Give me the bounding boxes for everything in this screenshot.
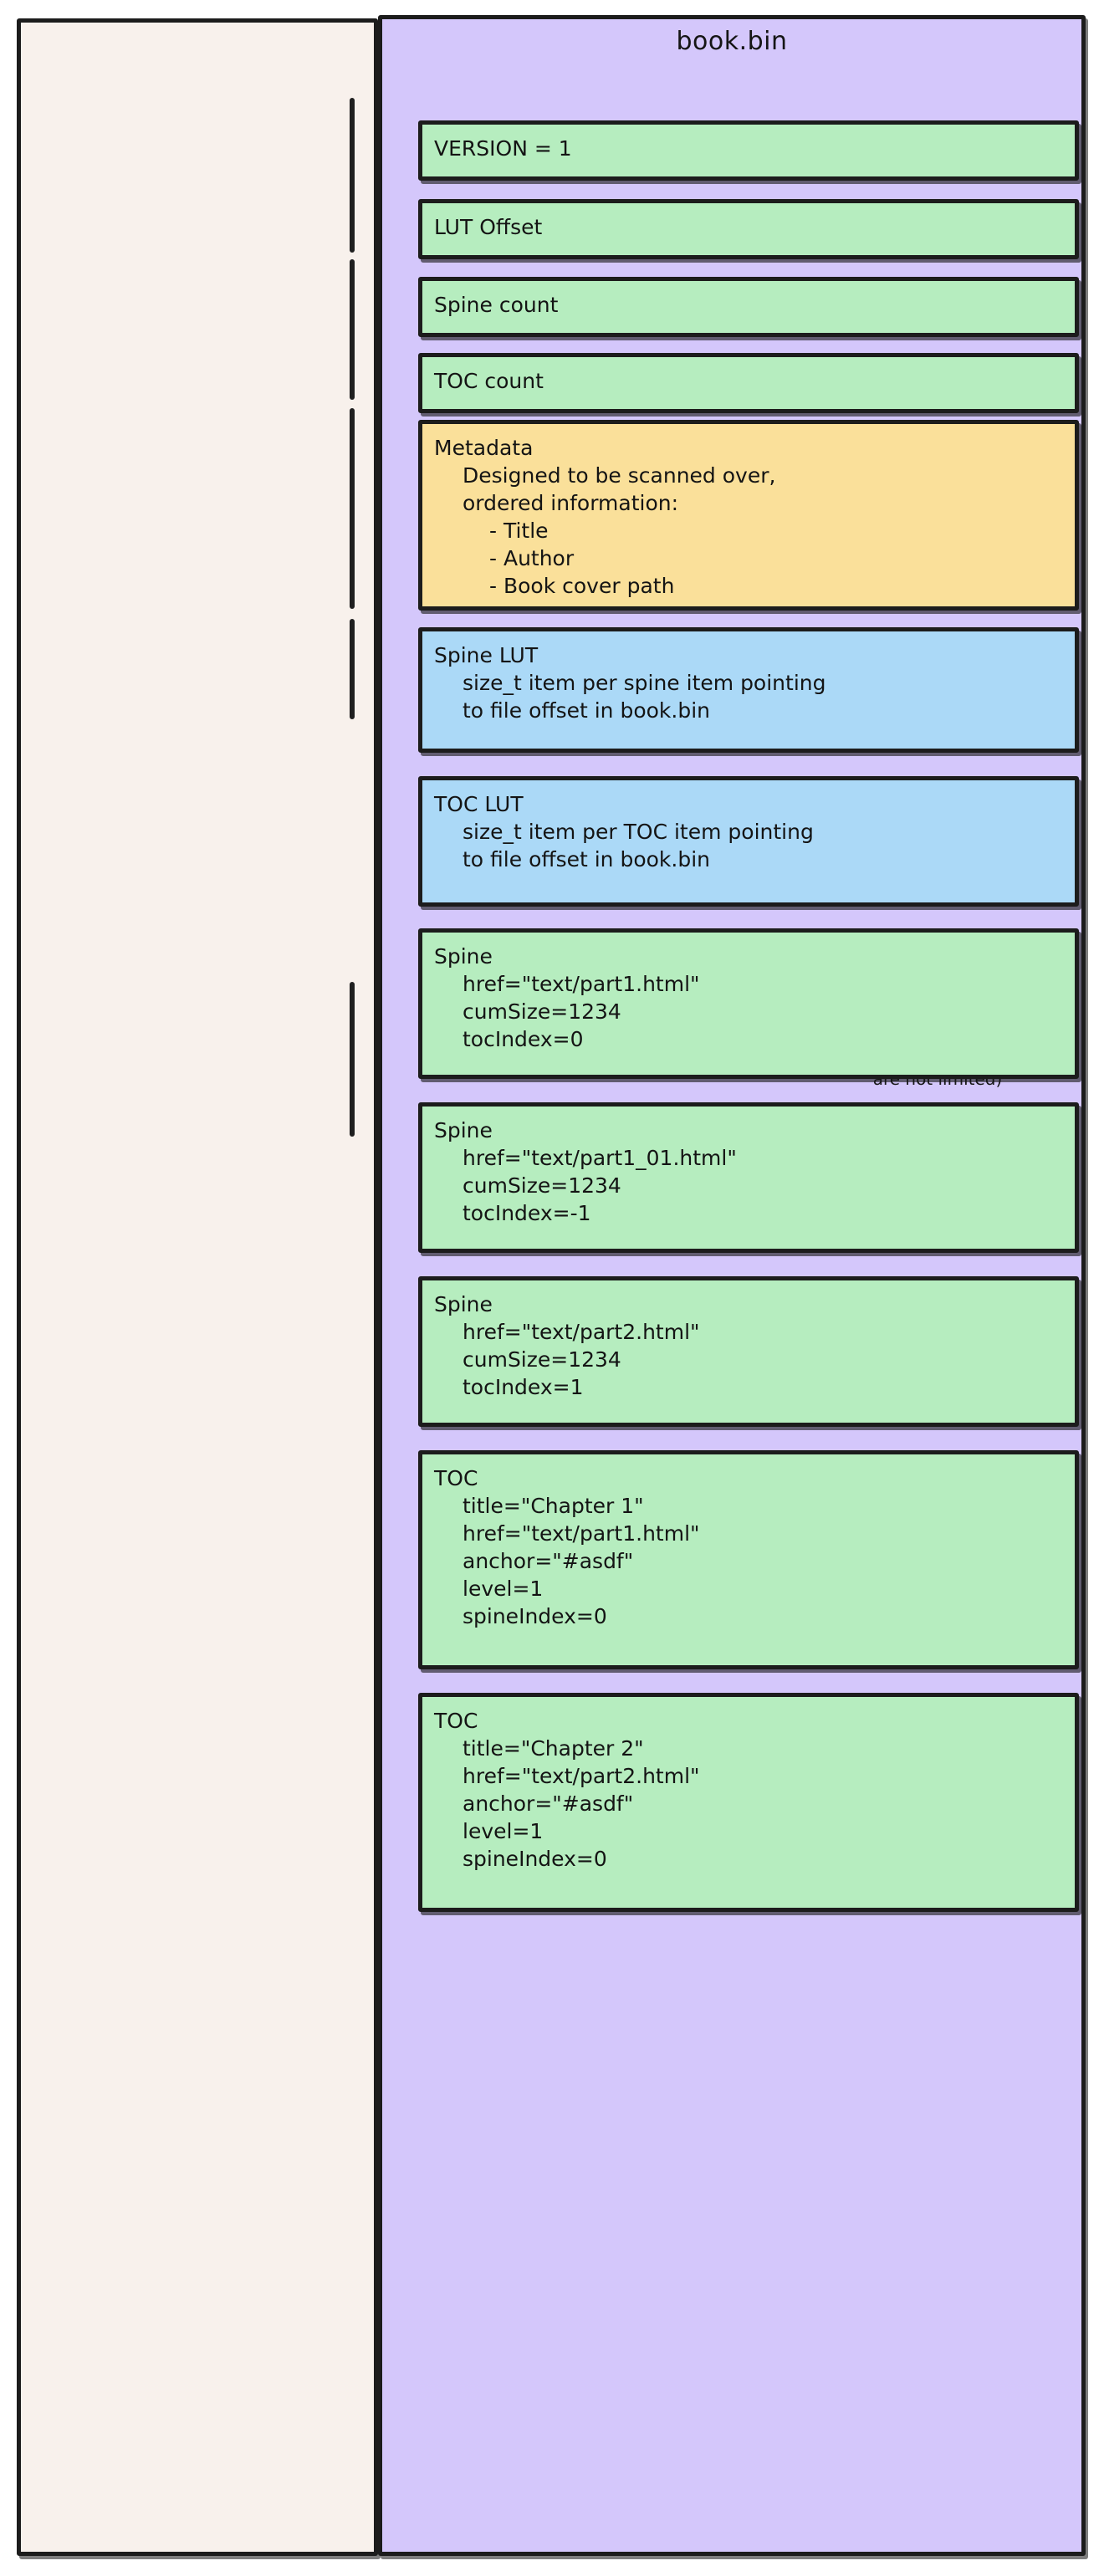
record-line: ordered information: bbox=[463, 491, 679, 515]
record-box-7: Spine href="text/part1.html" cumSize=1234 t… bbox=[418, 928, 1079, 1079]
record-line: Designed to be scanned over, bbox=[463, 463, 776, 488]
record-box-8: Spine href="text/part1_01.html" cumSize=12… bbox=[418, 1102, 1079, 1253]
record-box-1: LUT Offset bbox=[418, 199, 1079, 259]
record-line: size_t item per spine item pointing bbox=[463, 671, 826, 695]
record-line: href="text/part2.html" bbox=[463, 1764, 700, 1788]
record-box-9: Spine href="text/part2.html" cumSize=1234 t… bbox=[418, 1276, 1079, 1427]
record-line: anchor="#asdf" bbox=[463, 1549, 634, 1573]
record-line: size_t item per TOC item pointing bbox=[463, 820, 814, 844]
record-line: anchor="#asdf" bbox=[463, 1791, 634, 1816]
record-line: tocIndex=-1 bbox=[463, 1201, 591, 1225]
record-line: - Title bbox=[489, 519, 549, 543]
record-line: cumSize=1234 bbox=[463, 1173, 621, 1198]
record-line: TOC LUT bbox=[434, 792, 524, 816]
record-box-5: Spine LUT size_t item per spine item poin… bbox=[418, 627, 1079, 753]
record-line: - Author bbox=[489, 546, 575, 570]
record-line: TOC count bbox=[434, 369, 544, 393]
record-line: Spine bbox=[434, 1292, 493, 1316]
record-line: LUT Offset bbox=[434, 215, 543, 239]
record-line: level=1 bbox=[463, 1819, 544, 1843]
section-bracket-4 bbox=[350, 982, 355, 1137]
record-line: href="text/part2.html" bbox=[463, 1320, 700, 1344]
record-line: Spine bbox=[434, 1118, 493, 1142]
record-box-6: TOC LUT size_t item per TOC item pointing… bbox=[418, 776, 1079, 907]
record-line: href="text/part1_01.html" bbox=[463, 1146, 737, 1170]
record-box-11: TOC title="Chapter 2" href="text/part2.htm… bbox=[418, 1693, 1079, 1912]
record-line: cumSize=1234 bbox=[463, 1347, 621, 1372]
record-box-0: VERSION = 1 bbox=[418, 120, 1079, 181]
record-line: - Book cover path bbox=[489, 574, 675, 598]
record-line: to file offset in book.bin bbox=[463, 847, 711, 871]
record-line: spineIndex=0 bbox=[463, 1604, 607, 1628]
record-line: TOC bbox=[434, 1709, 478, 1733]
section-bracket-0 bbox=[350, 98, 355, 253]
section-bracket-2 bbox=[350, 408, 355, 609]
record-box-2: Spine count bbox=[418, 277, 1079, 337]
section-bracket-3 bbox=[350, 619, 355, 719]
record-line: VERSION = 1 bbox=[434, 136, 572, 161]
record-line: Metadata bbox=[434, 436, 534, 460]
record-line: Spine count bbox=[434, 293, 559, 317]
annotation-column bbox=[17, 18, 378, 2556]
record-line: Spine LUT bbox=[434, 643, 539, 667]
record-line: Spine bbox=[434, 944, 493, 969]
section-bracket-1 bbox=[350, 259, 355, 400]
record-line: TOC bbox=[434, 1466, 478, 1490]
record-box-3: TOC count bbox=[418, 353, 1079, 413]
record-line: level=1 bbox=[463, 1577, 544, 1601]
record-box-10: TOC title="Chapter 1" href="text/part1.htm… bbox=[418, 1450, 1079, 1669]
record-line: title="Chapter 2" bbox=[463, 1736, 644, 1761]
record-line: tocIndex=0 bbox=[463, 1027, 584, 1051]
record-line: href="text/part1.html" bbox=[463, 972, 700, 996]
record-line: tocIndex=1 bbox=[463, 1375, 584, 1399]
record-line: href="text/part1.html" bbox=[463, 1521, 700, 1546]
record-line: to file offset in book.bin bbox=[463, 698, 711, 723]
record-line: cumSize=1234 bbox=[463, 999, 621, 1024]
record-line: title="Chapter 1" bbox=[463, 1494, 644, 1518]
file-title: book.bin bbox=[676, 27, 788, 56]
record-line: spineIndex=0 bbox=[463, 1847, 607, 1871]
